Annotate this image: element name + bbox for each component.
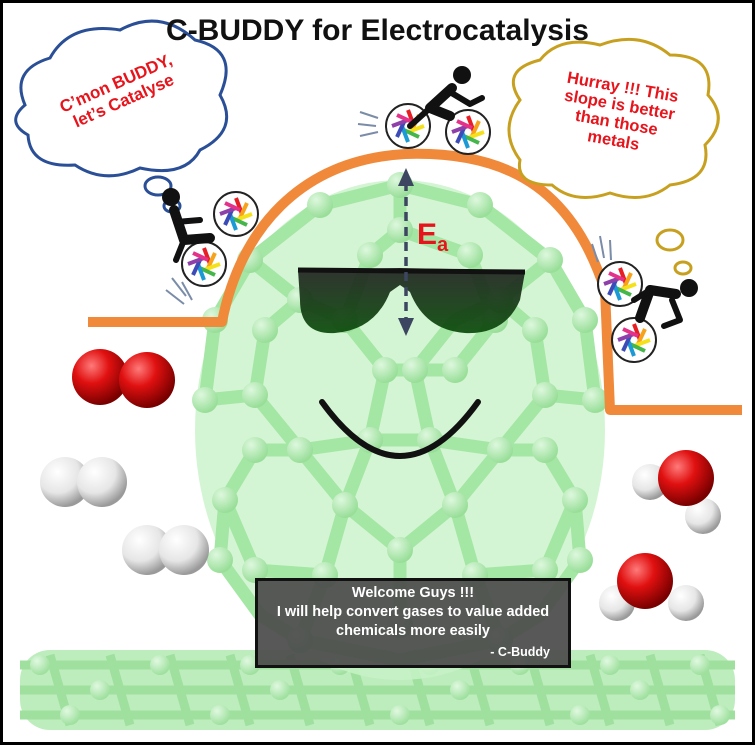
ea-main: E <box>417 218 438 251</box>
sunglasses-icon <box>297 267 526 334</box>
ea-subscript: a <box>437 234 449 256</box>
hydrogen-molecule <box>122 525 209 575</box>
diagram-title: C-BUDDY for Electrocatalysis <box>166 14 589 47</box>
welcome-message-box: Welcome Guys !!! I will help convert gas… <box>255 578 571 668</box>
water-molecule <box>599 553 704 621</box>
smile-icon <box>319 399 481 459</box>
energy-curve <box>88 148 742 415</box>
right-thought-bubble <box>507 37 720 293</box>
hydrogen-molecule <box>40 457 127 507</box>
message-line: chemicals more easily <box>336 623 490 639</box>
cyclist-icon <box>162 66 698 329</box>
water-molecule <box>632 450 721 534</box>
message-signature: - C-Buddy <box>490 645 550 659</box>
left-thought-bubble <box>14 19 229 214</box>
oxygen-molecule <box>72 349 175 408</box>
activation-energy-arrow <box>398 168 414 336</box>
activation-energy-label: Ea <box>417 218 448 257</box>
message-line: Welcome Guys !!! <box>351 585 475 601</box>
motion-lines-icon <box>165 111 612 305</box>
message-line: I will help convert gases to value added <box>276 604 550 620</box>
